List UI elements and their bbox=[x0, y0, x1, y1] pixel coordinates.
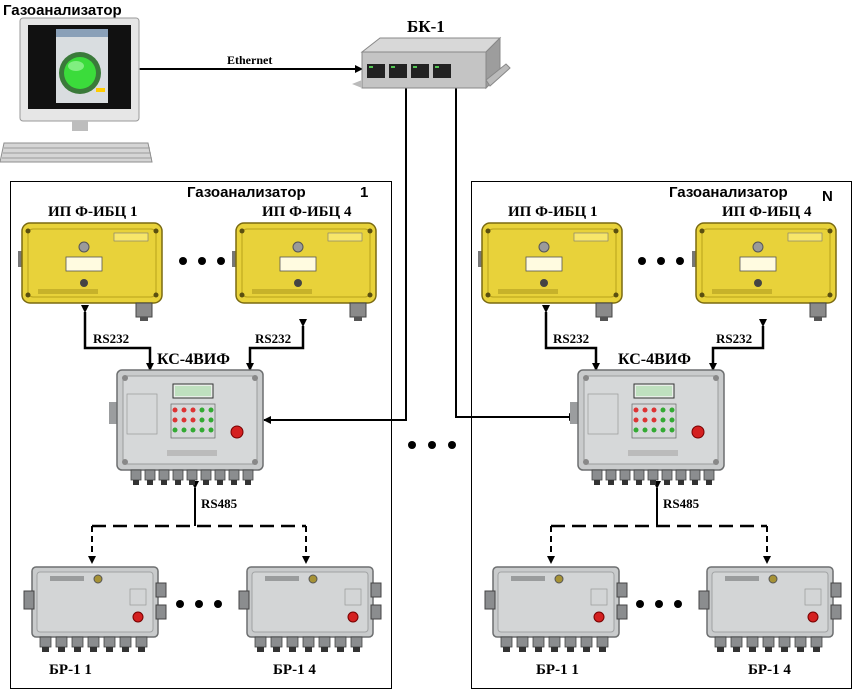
relay-label-n-first: БР-1 1 bbox=[536, 662, 579, 678]
ellipsis-dot bbox=[179, 257, 187, 265]
ethernet-label: Ethernet bbox=[227, 53, 273, 67]
rs232-right-link-n bbox=[709, 319, 767, 371]
ellipsis-dot bbox=[428, 441, 436, 449]
relay-device-1-last bbox=[238, 566, 382, 652]
controller-device-1 bbox=[109, 369, 264, 485]
ellipsis-dot bbox=[214, 600, 222, 608]
rs232-left-link-n bbox=[542, 305, 600, 371]
ellipsis-dot bbox=[448, 441, 456, 449]
uplink-group-1 bbox=[263, 81, 410, 424]
rs232-label-n-left: RS232 bbox=[553, 331, 590, 346]
ellipsis-dot bbox=[638, 257, 646, 265]
ellipsis-dot bbox=[676, 257, 684, 265]
rs232-label-n-right: RS232 bbox=[716, 331, 753, 346]
sensor-label-n-first: ИП Ф-ИБЦ 1 bbox=[508, 204, 598, 220]
ellipsis-dot bbox=[657, 257, 665, 265]
rs485-label-n: RS485 bbox=[663, 496, 700, 511]
sensor-label-1-first: ИП Ф-ИБЦ 1 bbox=[48, 204, 138, 220]
group-index-1: 1 bbox=[360, 184, 369, 201]
sensor-label-1-last: ИП Ф-ИБЦ 4 bbox=[262, 204, 352, 220]
group-box-1 bbox=[10, 181, 392, 689]
ellipsis-dot bbox=[195, 600, 203, 608]
relay-label-1-first: БР-1 1 bbox=[49, 662, 92, 678]
group-title-1: Газоанализатор bbox=[187, 184, 306, 201]
sensor-device-n-first bbox=[478, 222, 623, 321]
computer-title: Газоанализатор bbox=[3, 2, 122, 19]
rs232-right-link-1 bbox=[246, 319, 307, 371]
relay-device-n-last bbox=[698, 566, 842, 652]
relay-device-n-first bbox=[484, 566, 628, 652]
ellipsis-dot bbox=[655, 600, 663, 608]
group-title-n: Газоанализатор bbox=[669, 184, 788, 201]
controller-label-n: КС-4ВИФ bbox=[618, 351, 691, 368]
ellipsis-dot bbox=[674, 600, 682, 608]
controller-label-1: КС-4ВИФ bbox=[157, 351, 230, 368]
group-box-n bbox=[471, 181, 852, 689]
relay-label-1-last: БР-1 4 bbox=[273, 662, 316, 678]
relay-device-1-first bbox=[23, 566, 167, 652]
ellipsis-dot bbox=[217, 257, 225, 265]
switch-title: БК-1 bbox=[407, 17, 445, 36]
relay-label-n-last: БР-1 4 bbox=[748, 662, 791, 678]
sensor-device-1-last bbox=[232, 222, 377, 321]
rs232-label-1-right: RS232 bbox=[255, 331, 292, 346]
sensor-label-n-last: ИП Ф-ИБЦ 4 bbox=[722, 204, 812, 220]
ellipsis-dot bbox=[408, 441, 416, 449]
rs232-left-link-1 bbox=[81, 305, 154, 371]
sensor-device-1-first bbox=[18, 222, 163, 321]
rs232-label-1-left: RS232 bbox=[93, 331, 130, 346]
uplink-group-n bbox=[452, 81, 577, 421]
rs485-label-1: RS485 bbox=[201, 496, 238, 511]
ellipsis-dot bbox=[176, 600, 184, 608]
sensor-device-n-last bbox=[692, 222, 837, 321]
group-index-n: N bbox=[822, 188, 833, 205]
ellipsis-dot bbox=[198, 257, 206, 265]
controller-device-n bbox=[570, 369, 725, 485]
ellipsis-dot bbox=[636, 600, 644, 608]
